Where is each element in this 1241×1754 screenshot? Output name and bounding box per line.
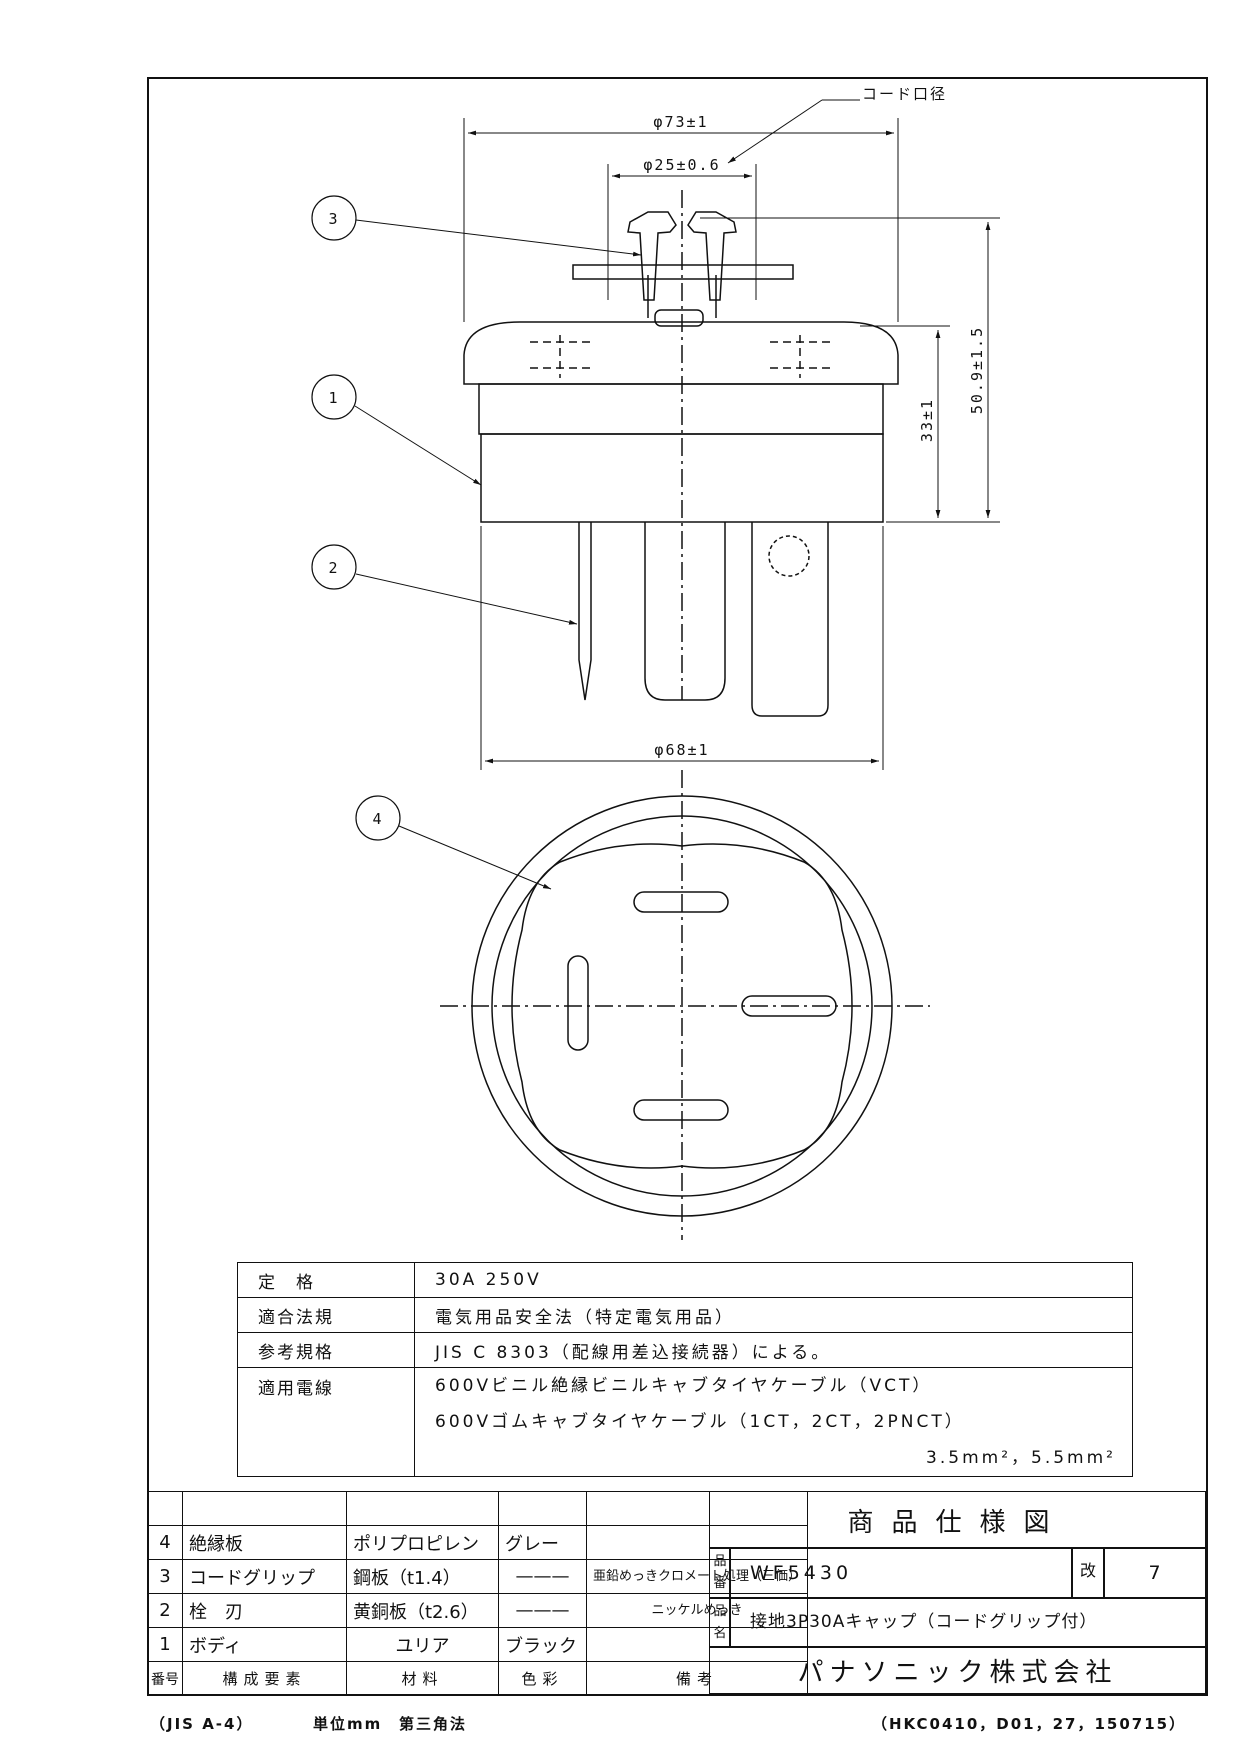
spec-table: 定 格 30A 250V 適合法規 電気用品安全法（特定電気用品） 参考規格 J…	[237, 1262, 1133, 1477]
balloon-1: 1	[328, 389, 339, 407]
spec-label: 定 格	[237, 1262, 415, 1298]
balloon-4: 4	[372, 810, 383, 828]
dim-outer: φ73±1	[653, 113, 708, 131]
projection-note: 第三角法	[399, 1715, 468, 1733]
part-no: 3	[147, 1559, 183, 1594]
part-name: コードグリップ	[182, 1559, 347, 1594]
spec-label: 参考規格	[237, 1332, 415, 1368]
title-block: 商品仕様図 品番 WF5430 改 7 品名 接地3P30Aキャップ（コードグリ…	[709, 1491, 1206, 1694]
part-name: 栓 刃	[182, 1593, 347, 1628]
header-name: 構成要素	[182, 1661, 347, 1696]
part-name: ボディ	[182, 1627, 347, 1662]
revision-label: 改	[1071, 1547, 1105, 1599]
part-material: ポリプロピレン	[346, 1525, 499, 1560]
table-header-row: 番号 構成要素 材料 色彩 備考	[147, 1661, 809, 1696]
spec-row: 適合法規 電気用品安全法（特定電気用品）	[237, 1297, 1133, 1333]
spec-value: 30A 250V	[414, 1262, 1133, 1298]
spec-line: 3.5mm²，5.5mm²	[926, 1448, 1116, 1468]
part-no: 4	[147, 1525, 183, 1560]
dim-height-total: 50.9±1.5	[968, 326, 986, 414]
spec-line: 600Vゴムキャブタイヤケーブル（1CT，2CT，2PNCT）	[435, 1412, 965, 1432]
document-code: （HKC0410，D01，27，150715）	[872, 1715, 1187, 1733]
dim-bottom: φ68±1	[654, 741, 709, 759]
paper-size: （JIS A-4）	[150, 1715, 254, 1733]
dim-cord: φ25±0.6	[643, 156, 720, 174]
spec-line: 600Vビニル絶縁ビニルキャブタイヤケーブル（VCT）	[435, 1376, 933, 1396]
spec-row: 参考規格 JIS C 8303（配線用差込接続器）による。	[237, 1332, 1133, 1368]
part-color: ———	[498, 1559, 587, 1594]
header-no: 番号	[147, 1661, 183, 1696]
balloon-2: 2	[328, 559, 339, 577]
part-material: ユリア	[346, 1627, 499, 1662]
part-no-label: 品番	[709, 1547, 731, 1599]
header-material: 材料	[346, 1661, 499, 1696]
part-color: グレー	[498, 1525, 587, 1560]
part-name: 絶縁板	[182, 1525, 347, 1560]
spec-row: 適用電線 600Vビニル絶縁ビニルキャブタイヤケーブル（VCT） 600Vゴムキ…	[237, 1367, 1133, 1477]
product-name-label: 品名	[709, 1597, 731, 1648]
table-row: 1 ボディ ユリア ブラック	[147, 1627, 809, 1662]
part-note	[585, 1627, 809, 1662]
drawing-title: 商品仕様図	[709, 1491, 1206, 1549]
spec-label: 適用電線	[237, 1367, 415, 1477]
spec-value: 600Vビニル絶縁ビニルキャブタイヤケーブル（VCT） 600Vゴムキャブタイヤ…	[414, 1367, 1133, 1477]
part-color: ブラック	[498, 1627, 587, 1662]
part-material: 鋼板（t1.4）	[346, 1559, 499, 1594]
balloon-3: 3	[328, 210, 339, 228]
spec-value: JIS C 8303（配線用差込接続器）による。	[414, 1332, 1133, 1368]
part-color: ———	[498, 1593, 587, 1628]
unit-note: 単位mm	[313, 1715, 383, 1733]
spec-label: 適合法規	[237, 1297, 415, 1333]
part-note	[585, 1525, 809, 1560]
cord-diameter-label: コード口径	[862, 85, 947, 103]
table-row: 4 絶縁板 ポリプロピレン グレー	[147, 1525, 809, 1560]
parts-table: 4 絶縁板 ポリプロピレン グレー 3 コードグリップ 鋼板（t1.4） ———…	[147, 1491, 809, 1696]
part-no: 1	[147, 1627, 183, 1662]
header-color: 色彩	[498, 1661, 587, 1696]
part-material: 黄銅板（t2.6）	[346, 1593, 499, 1628]
spec-value: 電気用品安全法（特定電気用品）	[414, 1297, 1133, 1333]
header-note: 備考	[585, 1661, 809, 1696]
part-no: 2	[147, 1593, 183, 1628]
company-name: パナソニック株式会社	[709, 1646, 1206, 1694]
product-name: 接地3P30Aキャップ（コードグリップ付）	[729, 1597, 1206, 1648]
revision: 7	[1103, 1547, 1206, 1599]
dim-height-body: 33±1	[918, 398, 936, 442]
spec-row: 定 格 30A 250V	[237, 1262, 1133, 1298]
part-number: WF5430	[729, 1547, 1073, 1599]
part-note: 亜鉛めっきクロメート処理（三価）	[585, 1559, 809, 1594]
